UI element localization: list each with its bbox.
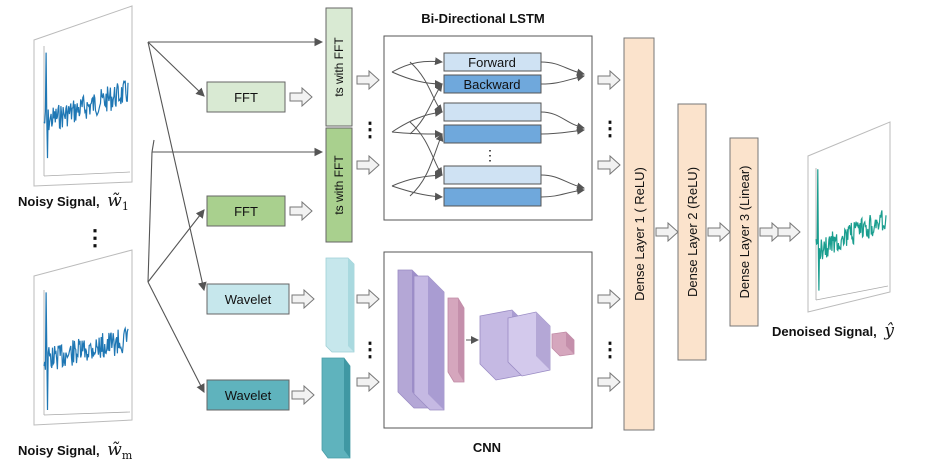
fft-box-1: FFT [206,81,286,113]
svg-text:Dense Layer 1 ( ReLU): Dense Layer 1 ( ReLU) [632,167,647,301]
dense-layer-2: Dense Layer 2 (ReLU) [677,103,707,361]
block-arrow [759,221,783,243]
block-arrow [356,69,380,91]
block-arrow [356,154,380,176]
noisy-signal-line-1 [43,52,129,159]
block-arrow [289,200,313,222]
noisy-signal-plot-m [33,249,133,426]
ts-ellipsis: ⋮ [360,119,380,141]
backward-cell-3 [443,187,542,207]
svg-text:Dense Layer 3 (Linear): Dense Layer 3 (Linear) [737,166,752,299]
svg-text:ts with FFT: ts with FFT [332,155,346,215]
block-arrow [707,221,731,243]
block-arrow [291,384,315,406]
svg-text:FFT: FFT [234,90,258,105]
wavelet-ellipsis: ⋮ [360,339,380,361]
cnn-out-ellipsis: ⋮ [600,339,620,361]
forward-cell-3 [443,165,542,185]
denoised-signal-line [815,169,887,291]
backward-label: Backward [463,77,520,92]
lstm-title: Bi-Directional LSTM [421,11,545,26]
denoised-signal-plot [807,121,891,313]
forward-cell-2 [443,102,542,122]
dense-layer-3: Dense Layer 3 (Linear) [729,137,759,327]
ts-fft-box-1: ts with FFT [325,7,353,127]
svg-text:ts with FFT: ts with FFT [332,37,346,97]
noisy-signal-1-label: Noisy Signal, w̃1 [18,191,129,213]
block-arrow [356,288,380,310]
wavelet-slab-1 [325,257,355,353]
block-arrow [289,86,313,108]
svg-text:FFT: FFT [234,204,258,219]
block-arrow [356,371,380,393]
backward-cell-2 [443,124,542,144]
hollow-arrows [289,69,801,406]
lstm-cells: Forward Backward ⋮ [443,52,542,207]
noisy-signal-plot-1 [33,5,133,187]
svg-text:Dense Layer 2 (ReLU): Dense Layer 2 (ReLU) [685,167,700,297]
fanout-lines [147,37,324,393]
ts-fft-box-2: ts with FFT [325,127,353,243]
block-arrow [291,288,315,310]
block-arrow [655,221,679,243]
wavelet-slab-2 [321,357,351,459]
wavelet-box-1: Wavelet [206,283,290,315]
svg-text:Wavelet: Wavelet [225,292,272,307]
noisy-signal-line-m [43,292,129,411]
dense-layer-1: Dense Layer 1 ( ReLU) [623,37,655,431]
svg-text:Wavelet: Wavelet [225,388,272,403]
block-arrow [597,69,621,91]
noisy-signal-m-label: Noisy Signal, w̃m [18,440,133,462]
block-arrow [597,288,621,310]
inputs-ellipsis: ⋮ [84,225,106,250]
block-arrow [777,221,801,243]
denoised-signal-label: Denoised Signal, ŷ [772,321,894,341]
forward-label: Forward [468,55,516,70]
lstm-ellipsis: ⋮ [483,147,497,163]
fft-box-2: FFT [206,195,286,227]
block-arrow [597,371,621,393]
lstm-out-ellipsis: ⋮ [600,118,620,140]
block-arrow [597,154,621,176]
cnn-blocks [397,269,575,411]
cnn-title: CNN [473,440,501,455]
wavelet-box-2: Wavelet [206,379,290,411]
lstm-connections [391,57,585,201]
